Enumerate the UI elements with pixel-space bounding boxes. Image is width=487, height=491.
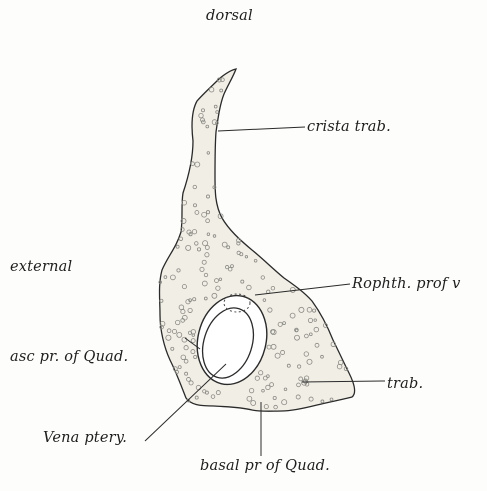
leader-crista-trab: [218, 127, 305, 131]
label-basal-pr-quad: basal pr of Quad.: [200, 458, 330, 474]
label-dorsal: dorsal: [206, 8, 253, 24]
label-external: external: [10, 259, 72, 275]
label-trab: trab.: [387, 376, 423, 392]
label-vena-ptery: Vena ptery.: [43, 430, 127, 446]
label-rophth-prof: Rophth. prof v: [352, 276, 461, 292]
label-crista-trab: crista trab.: [307, 119, 391, 135]
label-asc-pr-quad: asc pr. of Quad.: [10, 349, 128, 365]
